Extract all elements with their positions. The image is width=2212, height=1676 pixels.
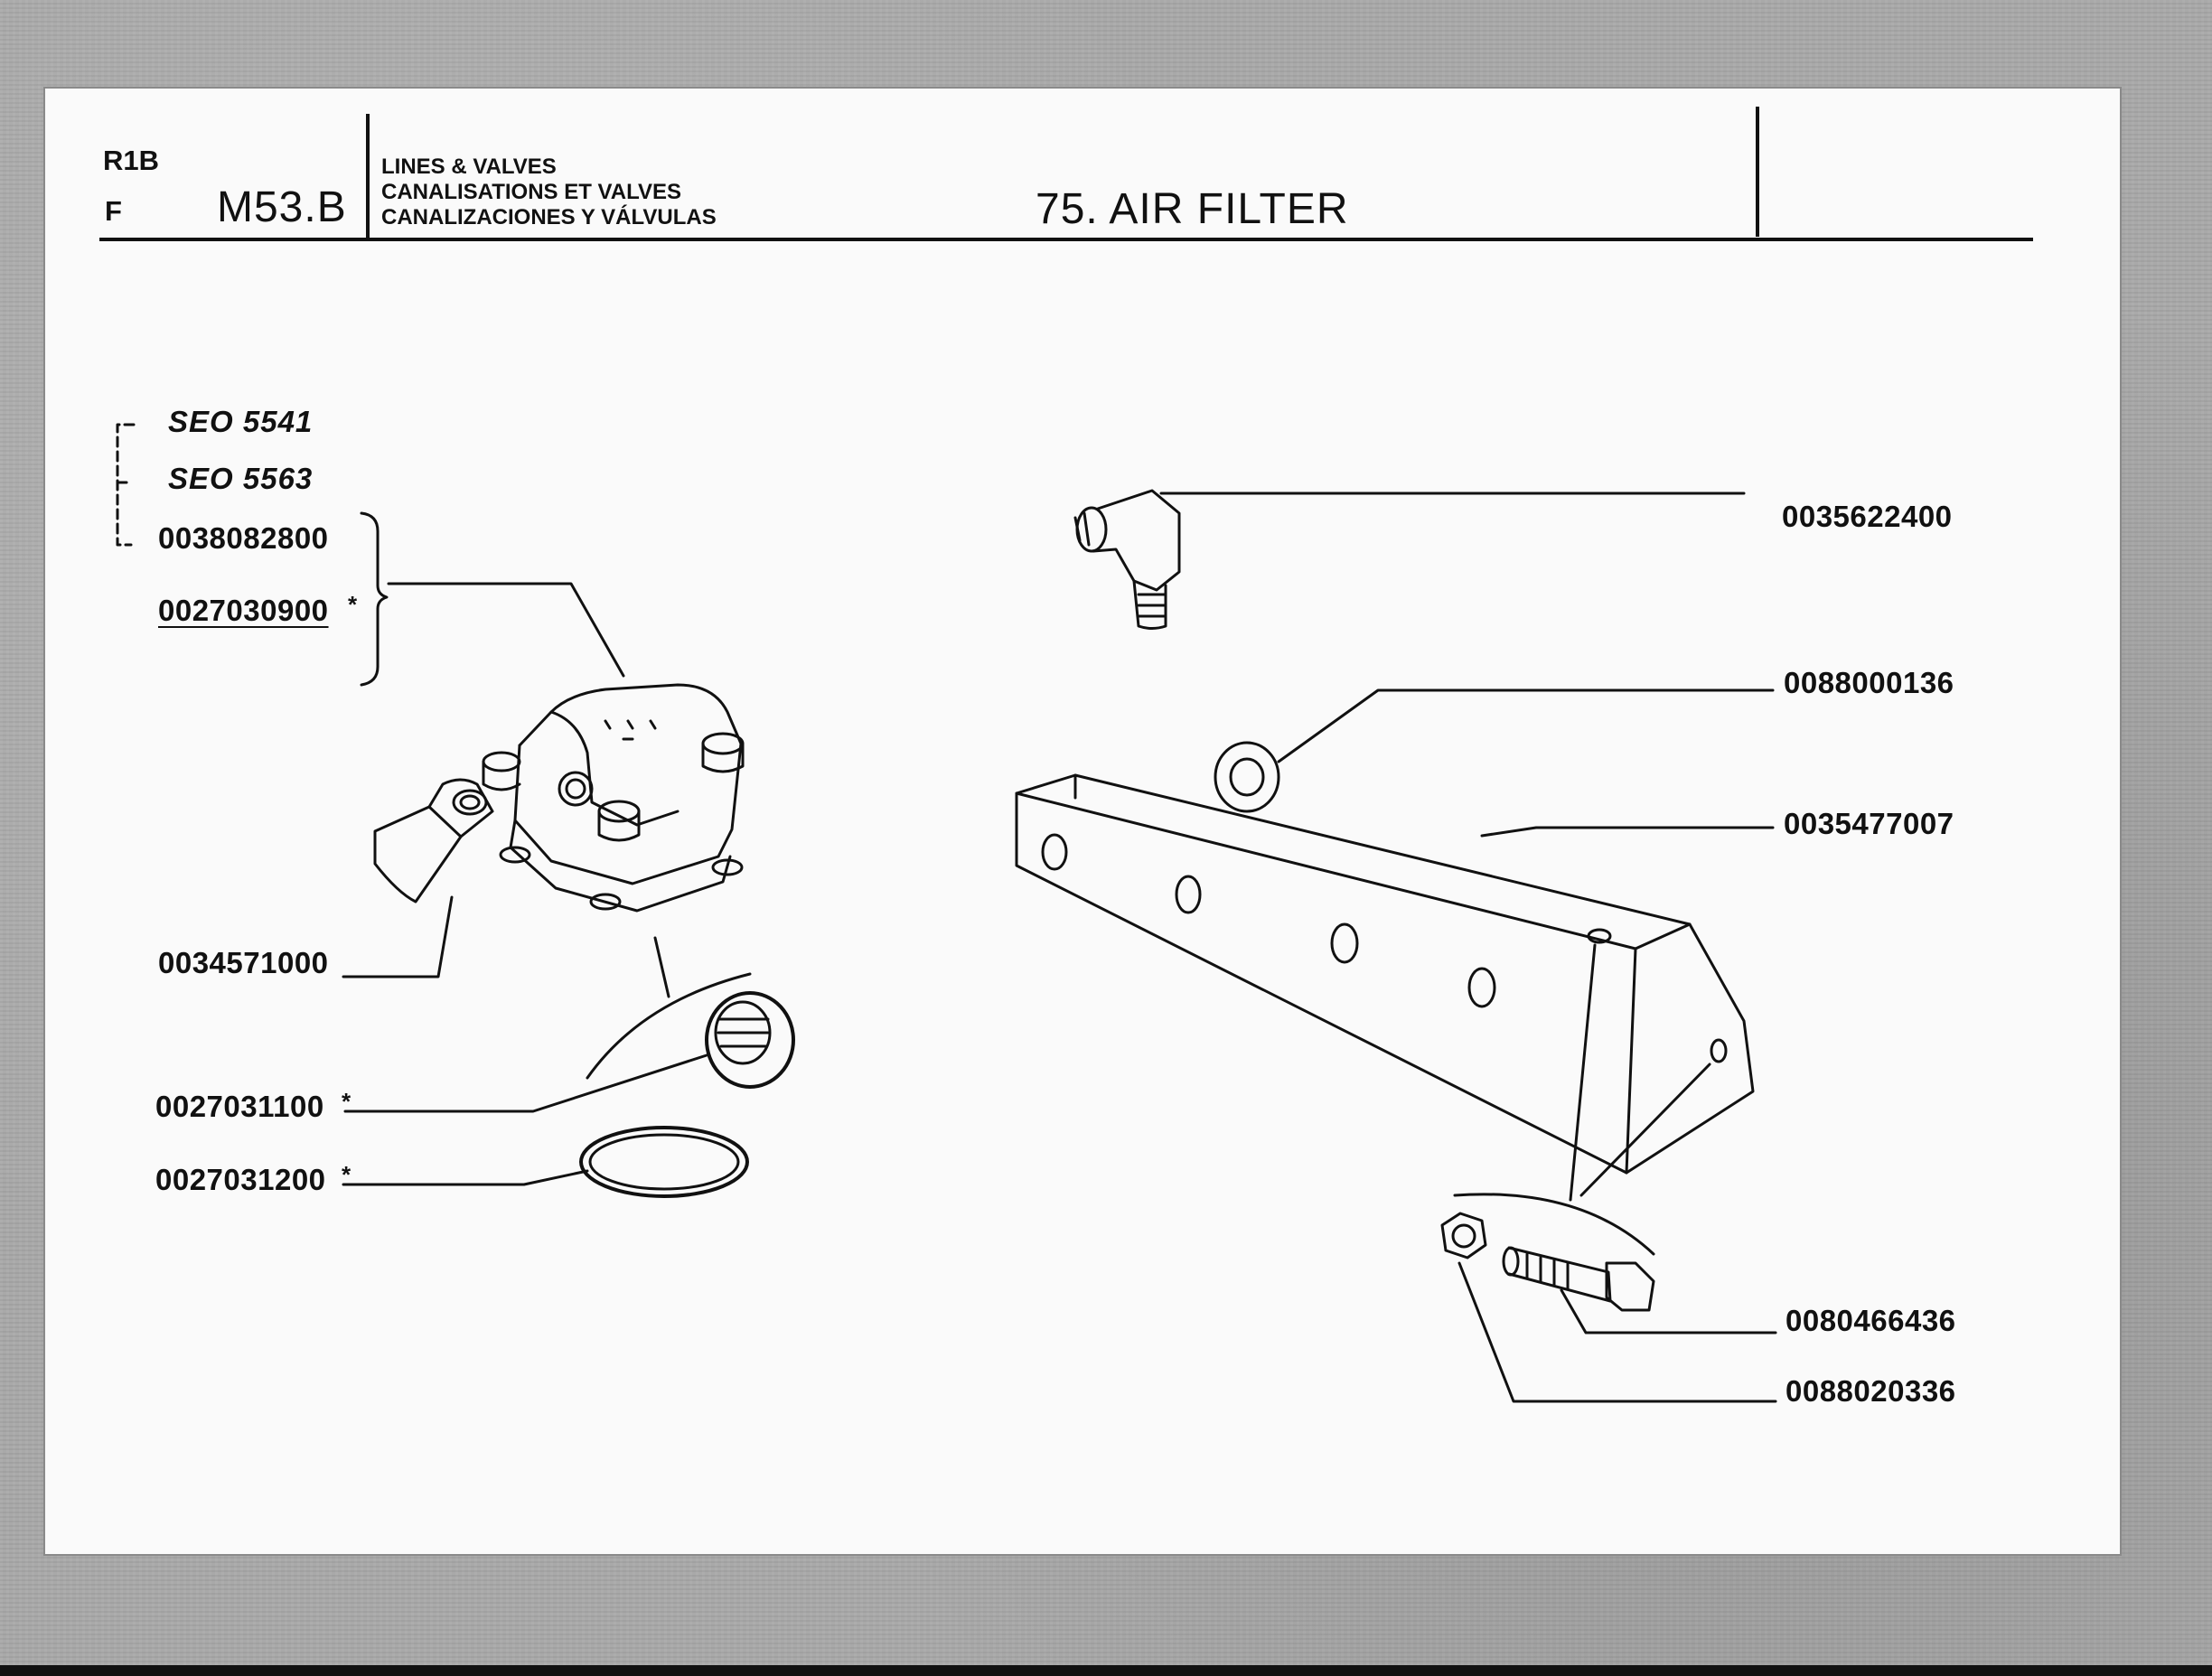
mounting-bracket <box>1015 773 1755 1175</box>
reference-seo-5563: SEO 5563 <box>168 462 314 495</box>
section-title-fr: CANALISATIONS ET VALVES <box>381 180 682 204</box>
header-rule <box>99 238 2033 241</box>
filter-element <box>705 991 795 1089</box>
leader-0034571000 <box>342 895 454 978</box>
leader-0080466436 <box>1560 1288 1777 1334</box>
part-number-0035477007: 0035477007 <box>1784 807 1954 840</box>
reference-bracket <box>116 423 136 547</box>
elbow-fitting-right <box>1073 489 1181 630</box>
part-number-0038082800: 0038082800 <box>158 521 329 555</box>
part-number-0027030900: 0027030900 <box>158 594 329 627</box>
part-number-0034571000: 0034571000 <box>158 946 329 979</box>
page-title: 75. AIR FILTER <box>1036 185 1349 233</box>
leader-0088020336 <box>1457 1261 1777 1403</box>
footnote-mark-0027030900: * <box>348 591 358 618</box>
header-divider-left <box>366 114 370 240</box>
part-number-0080466436: 0080466436 <box>1786 1304 1956 1337</box>
header-divider-right <box>1756 107 1759 237</box>
catalog-code-top: R1B <box>103 145 160 176</box>
leader-0088000136 <box>1277 688 1775 763</box>
hex-bolt <box>1502 1246 1655 1312</box>
part-number-0027031100: 0027031100 <box>155 1090 324 1123</box>
hex-nut-top <box>1214 741 1280 813</box>
exploded-parts-drawing <box>116 423 1777 1403</box>
part-number-0088000136: 0088000136 <box>1784 666 1954 699</box>
detail-arc-left <box>586 972 752 1080</box>
leader-0027031200 <box>342 1169 589 1186</box>
leader-0027031100 <box>343 1053 708 1113</box>
section-title-es: CANALIZACIONES Y VÁLVULAS <box>381 205 717 229</box>
catalog-page: R1B F M53.B LINES & VALVES CANALISATIONS… <box>45 89 2120 1554</box>
hex-nut-bottom <box>1440 1212 1487 1259</box>
o-ring-seal <box>579 1126 749 1198</box>
group-code: M53.B <box>217 183 347 231</box>
leader-0035477007 <box>1480 826 1775 838</box>
part-number-0035622400: 0035622400 <box>1782 500 1953 533</box>
catalog-code-bottom: F <box>105 195 122 227</box>
section-title-en: LINES & VALVES <box>381 154 557 179</box>
detail-arc-right <box>1453 1193 1655 1256</box>
footnote-mark-0027031200: * <box>342 1161 351 1188</box>
group-brace <box>360 511 389 687</box>
elbow-fitting-left <box>373 778 494 904</box>
scan-bottom-edge <box>0 1665 2212 1676</box>
air-filter-body <box>482 683 745 913</box>
footnote-mark-0027031100: * <box>342 1088 351 1115</box>
leader-filter-assembly <box>387 582 625 678</box>
part-number-0088020336: 0088020336 <box>1786 1374 1956 1408</box>
part-number-0027031200: 0027031200 <box>155 1163 326 1196</box>
reference-seo-5541: SEO 5541 <box>168 405 314 438</box>
